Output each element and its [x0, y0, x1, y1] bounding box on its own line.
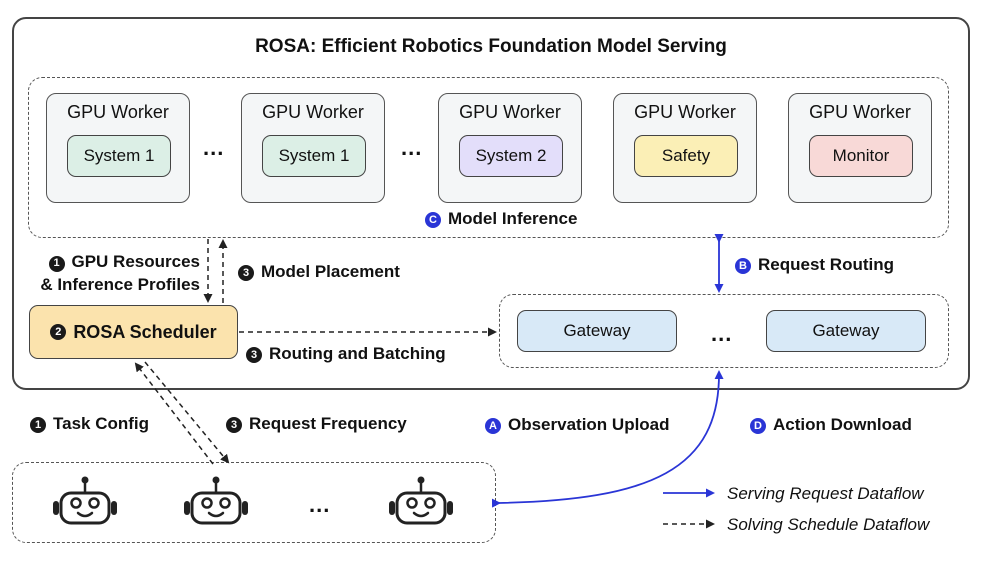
robot-ellipsis: ...: [309, 492, 331, 517]
gpu-worker-title: GPU Worker: [67, 102, 169, 122]
task-config-text: Task Config: [53, 414, 150, 433]
action-download-text: Action Download: [773, 415, 912, 434]
legend-solving-label: Solving Schedule Dataflow: [727, 515, 930, 534]
gpu-resources-line2: & Inference Profiles: [40, 275, 200, 294]
robot-icon: [53, 476, 117, 525]
model-chip-system2: System 2: [459, 135, 563, 177]
rosa-scheduler: 2 ROSA Scheduler: [29, 305, 238, 359]
gpu-worker-4: GPU Worker Safety: [613, 93, 757, 203]
gpu-worker-title: GPU Worker: [262, 102, 364, 122]
gateway-1: Gateway: [517, 310, 677, 352]
gpu-worker-3: GPU Worker System 2: [438, 93, 582, 203]
gpu-worker-title: GPU Worker: [459, 102, 561, 122]
scheduler-text: ROSA Scheduler: [73, 321, 217, 342]
model-chip-system1: System 1: [262, 135, 366, 177]
routing-batching-text: Routing and Batching: [269, 344, 446, 363]
rosa-system-frame: [12, 17, 970, 390]
diagram-title: ROSA: Efficient Robotics Foundation Mode…: [255, 36, 727, 57]
model-inference-label: C Model Inference: [425, 209, 577, 229]
task-config-arrow: [134, 362, 214, 465]
badge-2: 2: [50, 324, 67, 340]
observation-action-arrow: [491, 370, 724, 508]
badge-b: B: [735, 258, 751, 274]
badge-3: 3: [238, 265, 254, 281]
robot-icon: [389, 476, 453, 525]
badge-c: C: [425, 212, 441, 228]
model-chip-safety: Safety: [634, 135, 738, 177]
task-config-label: 1 Task Config: [30, 414, 149, 434]
model-chip-system1: System 1: [67, 135, 171, 177]
request-frequency-label: 3 Request Frequency: [226, 414, 407, 434]
gateway-2: Gateway: [766, 310, 926, 352]
gateway-ellipsis: ...: [711, 321, 733, 346]
legend-serving-label: Serving Request Dataflow: [727, 484, 924, 503]
badge-d: D: [750, 418, 766, 434]
model-placement-label: 3 Model Placement: [238, 262, 400, 282]
gpu-resources-line1: GPU Resources: [71, 252, 201, 271]
badge-1: 1: [48, 255, 65, 272]
model-inference-group: [28, 77, 949, 238]
gpu-resources-label: 1 GPU Resources & Inference Profiles: [30, 250, 200, 296]
gateway-group: [499, 294, 949, 368]
gpu-worker-title: GPU Worker: [809, 102, 911, 122]
gpu-worker-1: GPU Worker System 1: [46, 93, 190, 203]
model-chip-monitor: Monitor: [809, 135, 913, 177]
worker-ellipsis-2: ...: [401, 135, 423, 160]
request-frequency-arrow: [144, 361, 230, 464]
worker-ellipsis-1: ...: [203, 135, 225, 160]
badge-3: 3: [226, 417, 242, 433]
badge-1: 1: [30, 417, 46, 433]
request-routing-text: Request Routing: [758, 255, 894, 274]
gpu-worker-2: GPU Worker System 1: [241, 93, 385, 203]
model-inference-text: Model Inference: [448, 209, 578, 228]
request-frequency-text: Request Frequency: [249, 414, 407, 433]
badge-3: 3: [246, 347, 262, 363]
action-download-label: D Action Download: [750, 415, 912, 435]
gpu-worker-title: GPU Worker: [634, 102, 736, 122]
request-routing-label: B Request Routing: [735, 255, 894, 275]
model-placement-text: Model Placement: [261, 262, 400, 281]
gpu-worker-5: GPU Worker Monitor: [788, 93, 932, 203]
robot-icon: [184, 476, 248, 525]
routing-batching-label: 3 Routing and Batching: [246, 344, 446, 364]
